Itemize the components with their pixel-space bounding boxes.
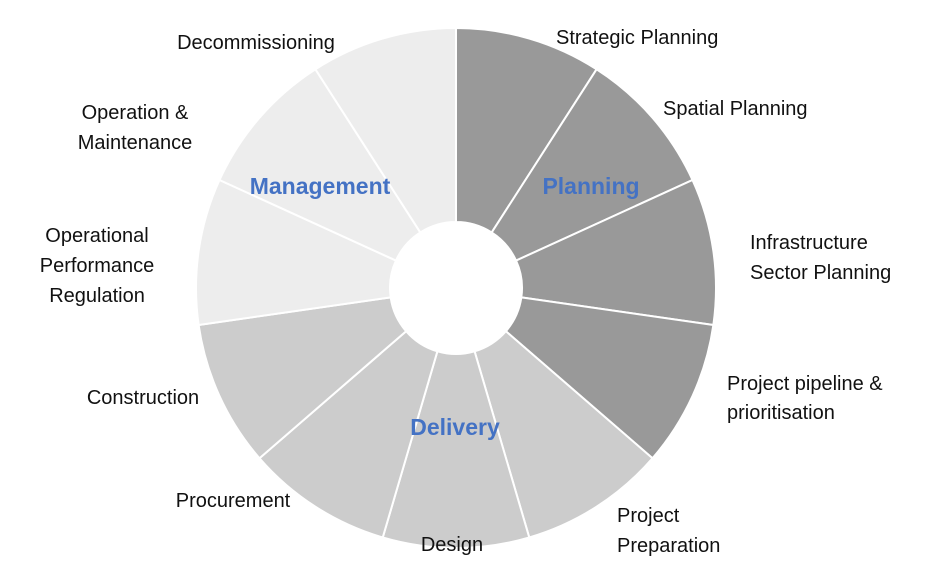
wheel-center-hole bbox=[390, 222, 522, 354]
stage-label-design: Design bbox=[421, 534, 483, 556]
stage-label-line: Sector Planning bbox=[750, 262, 891, 284]
stage-label-line: Infrastructure bbox=[750, 232, 868, 254]
stage-label-line: Performance bbox=[40, 255, 155, 277]
stage-label-line: Project pipeline & bbox=[727, 373, 883, 395]
stage-label-line: Operational bbox=[45, 225, 148, 247]
phase-label-management: Management bbox=[250, 173, 391, 199]
stage-label-construction: Construction bbox=[87, 387, 199, 409]
stage-label-decommissioning: Decommissioning bbox=[177, 32, 335, 54]
stage-label-spatial-planning: Spatial Planning bbox=[663, 98, 808, 120]
stage-label-line: Preparation bbox=[617, 535, 720, 557]
stage-label-line: prioritisation bbox=[727, 402, 835, 424]
stage-label-line: Operation & bbox=[82, 102, 189, 124]
stage-label-line: Procurement bbox=[176, 490, 291, 512]
segment-decommissioning bbox=[314, 26, 457, 234]
segment-design bbox=[381, 350, 531, 549]
stage-label-line: Maintenance bbox=[78, 132, 193, 154]
stage-label-procurement: Procurement bbox=[176, 490, 291, 512]
segment-procurement bbox=[258, 329, 439, 539]
segment-strategic-planning bbox=[455, 26, 598, 234]
stage-label-operation-maintenance: Operation & Maintenance bbox=[78, 102, 193, 154]
stage-label-strategic-planning: Strategic Planning bbox=[556, 27, 718, 49]
phase-label-planning: Planning bbox=[542, 173, 639, 199]
phase-label-delivery: Delivery bbox=[410, 414, 500, 440]
stage-label-line: Project bbox=[617, 505, 680, 527]
wheel-segments bbox=[195, 26, 717, 549]
segment-operation-maintenance bbox=[218, 67, 422, 262]
stage-label-line: Spatial Planning bbox=[663, 98, 808, 120]
stage-label-line: Decommissioning bbox=[177, 32, 335, 54]
segment-spatial-planning bbox=[490, 67, 694, 262]
stage-label-line: Construction bbox=[87, 387, 199, 409]
stage-label-line: Strategic Planning bbox=[556, 27, 718, 49]
stage-label-project-pipeline: Project pipeline & prioritisation bbox=[727, 373, 883, 424]
stage-label-line: Regulation bbox=[49, 285, 145, 307]
stage-label-line: Design bbox=[421, 534, 483, 556]
